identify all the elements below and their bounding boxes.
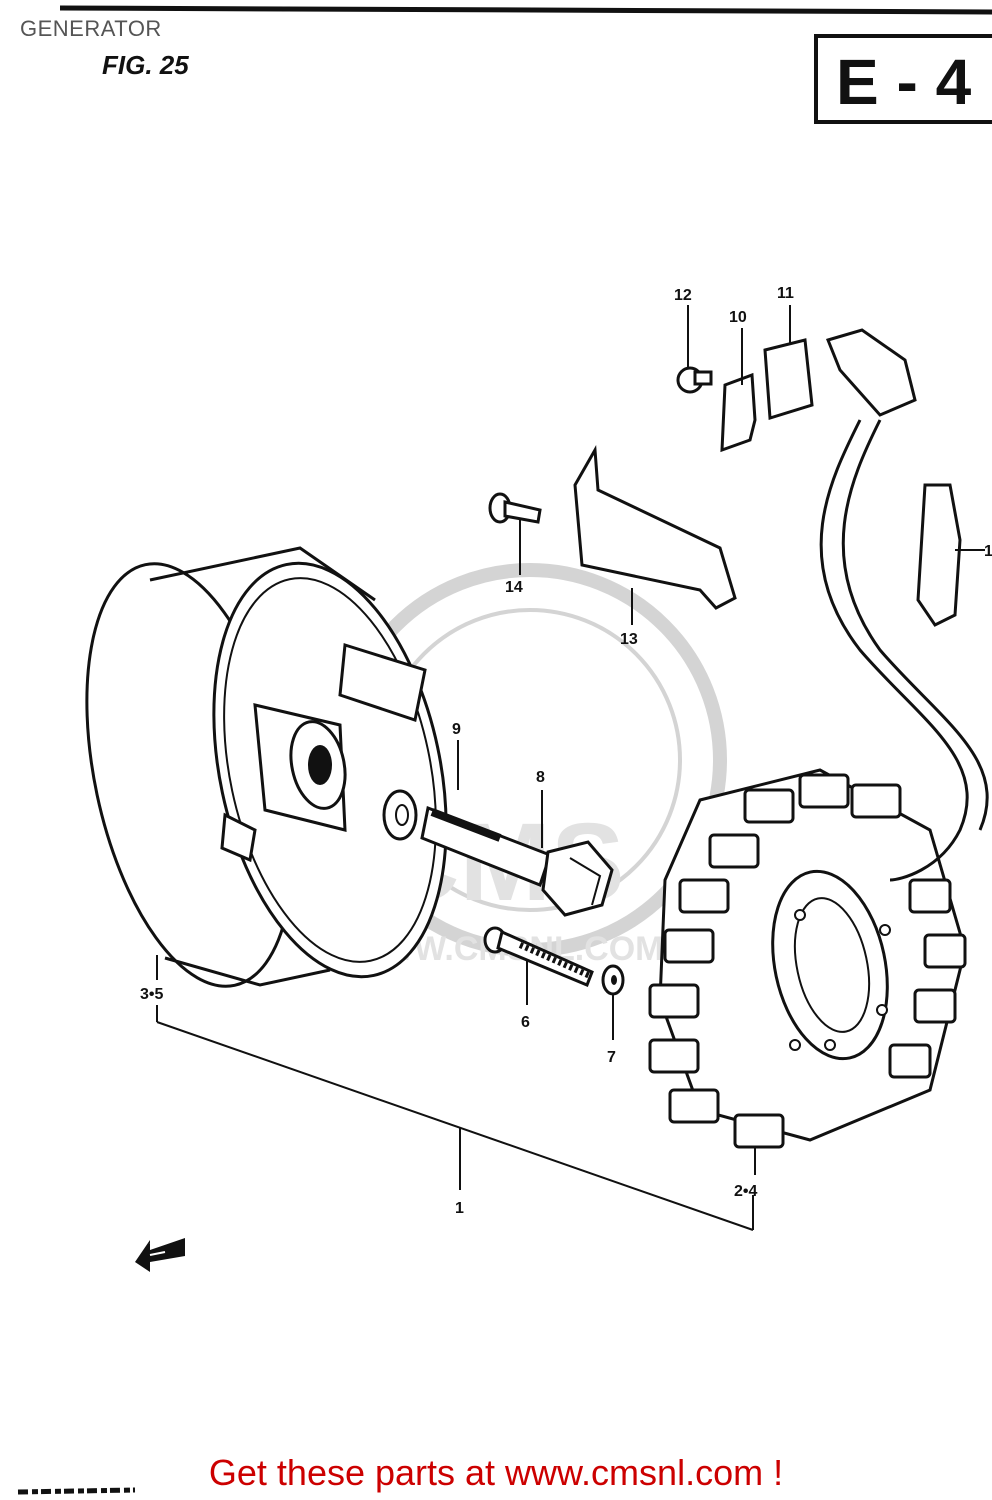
plate-11 (763, 338, 814, 420)
screw-12 (676, 366, 713, 394)
clamp-15 (916, 483, 962, 627)
callout-8: 8 (536, 769, 545, 786)
bolt-8 (420, 805, 614, 917)
corner-code-fragment (17, 1487, 136, 1495)
washer-7 (601, 964, 625, 996)
callout-9: 9 (452, 721, 461, 738)
callout-10: 10 (729, 309, 747, 326)
bracket-13 (573, 445, 737, 610)
section-code-box: E - 4 (814, 34, 992, 124)
rotor-flywheel (85, 546, 448, 988)
stator-assembly (648, 768, 967, 1149)
front-arrow-icon (135, 1238, 185, 1272)
screw-14 (488, 492, 542, 524)
get-parts-link[interactable]: Get these parts at www.cmsnl.com ! (208, 1452, 784, 1493)
section-code: E - 4 (836, 46, 972, 118)
bolt-6 (483, 926, 594, 987)
leader-lines (156, 305, 985, 1231)
callout-6: 6 (521, 1014, 530, 1031)
callout-13: 13 (620, 631, 638, 648)
callout-3-5: 3•5 (140, 986, 164, 1003)
page-title: GENERATOR (20, 16, 162, 41)
callout-1: 1 (455, 1200, 464, 1217)
callout-12: 12 (674, 287, 692, 304)
callout-2-4: 2•4 (734, 1183, 758, 1200)
callout-7: 7 (607, 1049, 616, 1066)
callout-15: 1 (984, 543, 992, 560)
washer-9 (382, 789, 418, 841)
stator-coils (648, 773, 967, 1149)
plate-10 (720, 372, 757, 453)
callout-14: 14 (505, 579, 523, 596)
callout-11: 11 (777, 285, 794, 302)
wire-harness (819, 328, 989, 882)
figure-label: FIG. 25 (102, 50, 189, 80)
top-border (59, 5, 992, 15)
